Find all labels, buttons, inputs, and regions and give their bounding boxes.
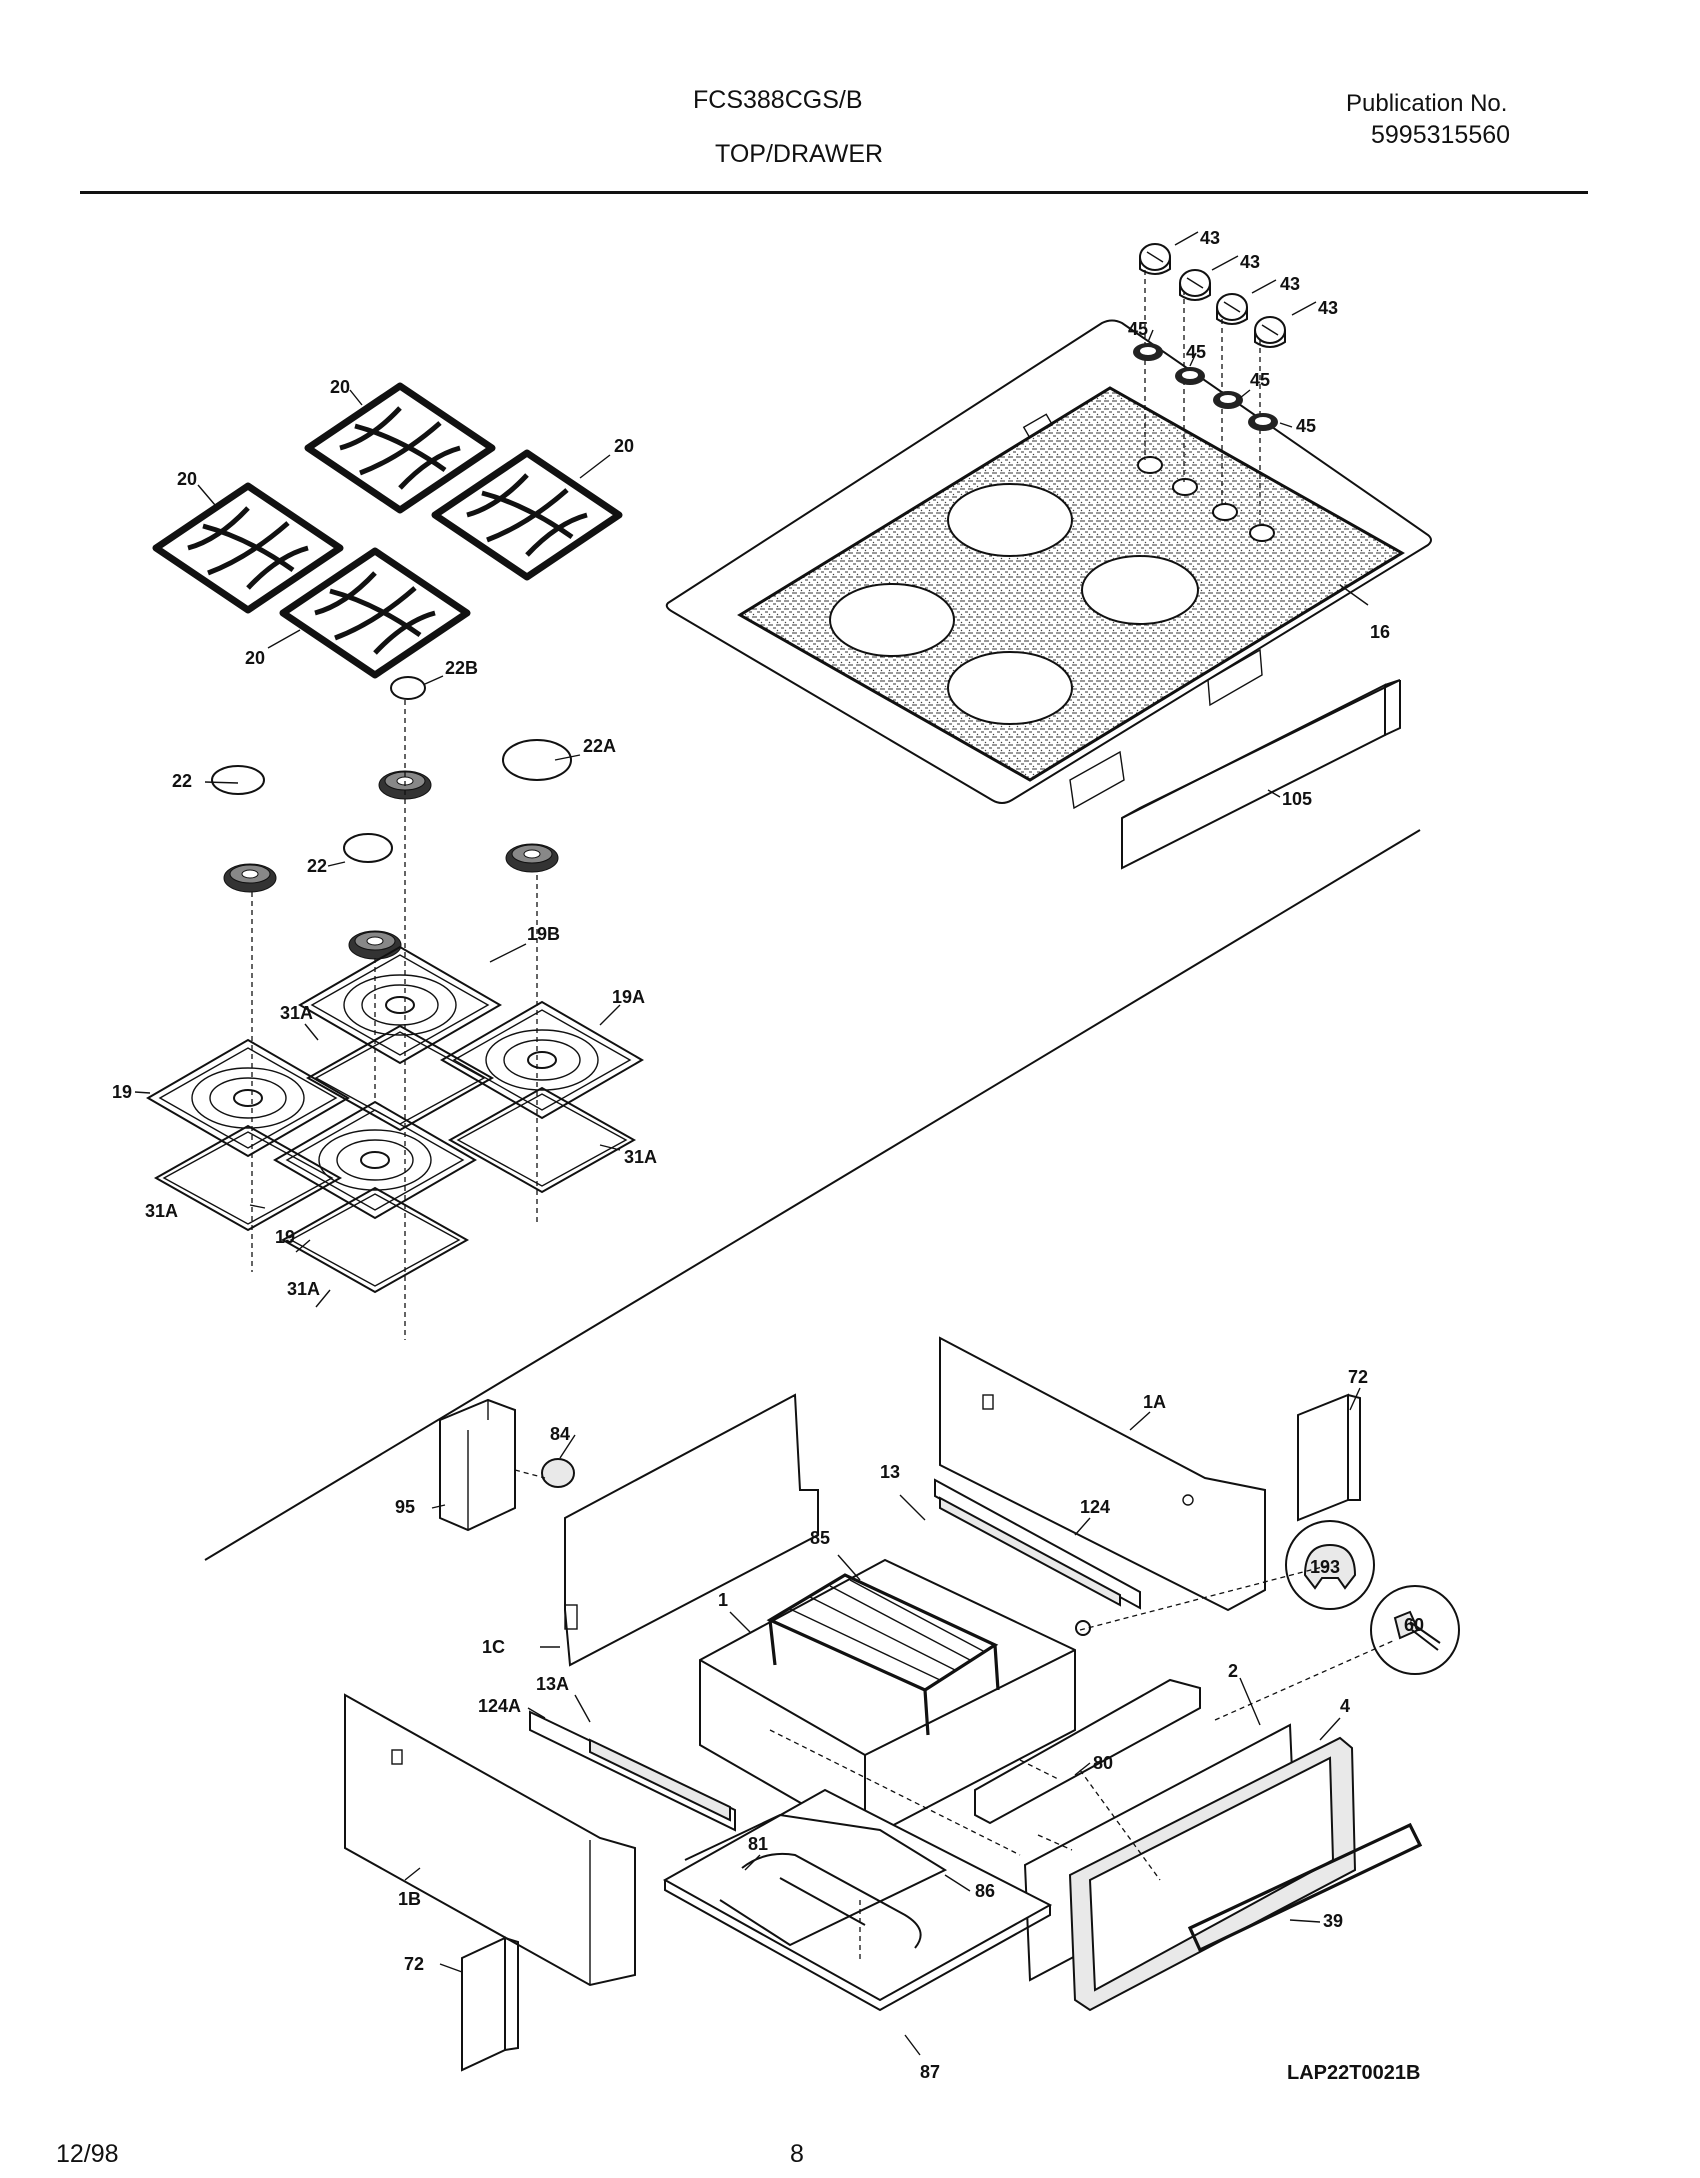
- cooktop-16: [665, 270, 1432, 810]
- element-81: [684, 1813, 948, 1947]
- callout-124A: 124A: [478, 1696, 521, 1716]
- handle-39: [1187, 1822, 1423, 1953]
- callout-22: 22: [307, 856, 327, 876]
- callout-80: 80: [1093, 1753, 1113, 1773]
- callout-45: 45: [1186, 342, 1206, 362]
- callout-43: 43: [1280, 274, 1300, 294]
- callout-19B: 19B: [527, 924, 560, 944]
- callout-31A: 31A: [280, 1003, 313, 1023]
- callout-105: 105: [1282, 789, 1312, 809]
- dashed-guide-lines: [514, 1469, 1396, 1960]
- callout-19: 19: [275, 1227, 295, 1247]
- grate-set-20: [156, 386, 619, 675]
- callout-1B: 1B: [398, 1889, 421, 1909]
- callout-1A: 1A: [1143, 1392, 1166, 1412]
- callout-1C: 1C: [482, 1637, 505, 1657]
- callout-31A: 31A: [287, 1279, 320, 1299]
- callout-20: 20: [177, 469, 197, 489]
- callout-60: 60: [1404, 1615, 1424, 1635]
- callout-45: 45: [1296, 416, 1316, 436]
- bracket-72-lower: [461, 1936, 519, 2072]
- callout-labels: 43 43 43 43 45 45 45 45 16 105 20 20 20 …: [112, 228, 1424, 2082]
- screw-60: [1370, 1585, 1460, 1675]
- callout-72: 72: [1348, 1367, 1368, 1387]
- callout-43: 43: [1200, 228, 1220, 248]
- callout-84: 84: [550, 1424, 570, 1444]
- rack-85: [766, 1573, 1000, 1736]
- callout-2: 2: [1228, 1661, 1238, 1681]
- callout-39: 39: [1323, 1911, 1343, 1931]
- callout-19A: 19A: [612, 987, 645, 1007]
- callout-19: 19: [112, 1082, 132, 1102]
- callout-95: 95: [395, 1497, 415, 1517]
- side-panel-1A: [939, 1336, 1266, 1612]
- callout-20: 20: [330, 377, 350, 397]
- callout-1: 1: [718, 1590, 728, 1610]
- callout-86: 86: [975, 1881, 995, 1901]
- callout-72: 72: [404, 1954, 424, 1974]
- callout-45: 45: [1128, 319, 1148, 339]
- callout-13: 13: [880, 1462, 900, 1482]
- model-number: FCS388CGS/B: [693, 86, 863, 114]
- callout-31A: 31A: [624, 1147, 657, 1167]
- section-title: TOP/DRAWER: [715, 140, 884, 168]
- callout-16: 16: [1370, 622, 1390, 642]
- side-panel-1B: [344, 1693, 636, 1987]
- drawing-code: LAP22T0021B: [1287, 2062, 1421, 2084]
- bracket-72-upper: [1297, 1393, 1361, 1522]
- callout-20: 20: [245, 648, 265, 668]
- callout-85: 85: [810, 1528, 830, 1548]
- plug-193: [1075, 1520, 1375, 1636]
- drip-pans-19: [147, 946, 643, 1293]
- callout-81: 81: [748, 1834, 768, 1854]
- callout-87: 87: [920, 2062, 940, 2082]
- callout-43: 43: [1318, 298, 1338, 318]
- page-number: 8: [790, 2140, 804, 2168]
- clip-84: [541, 1458, 575, 1488]
- callout-193: 193: [1310, 1557, 1340, 1577]
- callout-124: 124: [1080, 1497, 1110, 1517]
- callout-20: 20: [614, 436, 634, 456]
- callout-43: 43: [1240, 252, 1260, 272]
- callout-45: 45: [1250, 370, 1270, 390]
- knob-set-43: [1139, 243, 1286, 348]
- slide-13-124: [934, 1478, 1141, 1610]
- drawer-panel-80: [974, 1678, 1201, 1825]
- footer-date: 12/98: [56, 2140, 119, 2168]
- callout-31A: 31A: [145, 1201, 178, 1221]
- callout-13A: 13A: [536, 1674, 569, 1694]
- publication-label: Publication No.: [1346, 90, 1508, 117]
- separator-line: [204, 829, 1421, 1561]
- slide-13A-124A: [529, 1710, 736, 1832]
- callout-22B: 22B: [445, 658, 478, 678]
- rear-panel-1C: [564, 1393, 819, 1667]
- burner-caps: [211, 676, 572, 1340]
- box-95: [439, 1398, 516, 1532]
- callout-22: 22: [172, 771, 192, 791]
- publication-number: 5995315560: [1371, 121, 1511, 149]
- callout-22A: 22A: [583, 736, 616, 756]
- leader-lines: [134, 231, 1369, 2056]
- callout-4: 4: [1340, 1696, 1350, 1716]
- manifold-panel-105: [1121, 679, 1401, 870]
- header-rule: [80, 191, 1588, 194]
